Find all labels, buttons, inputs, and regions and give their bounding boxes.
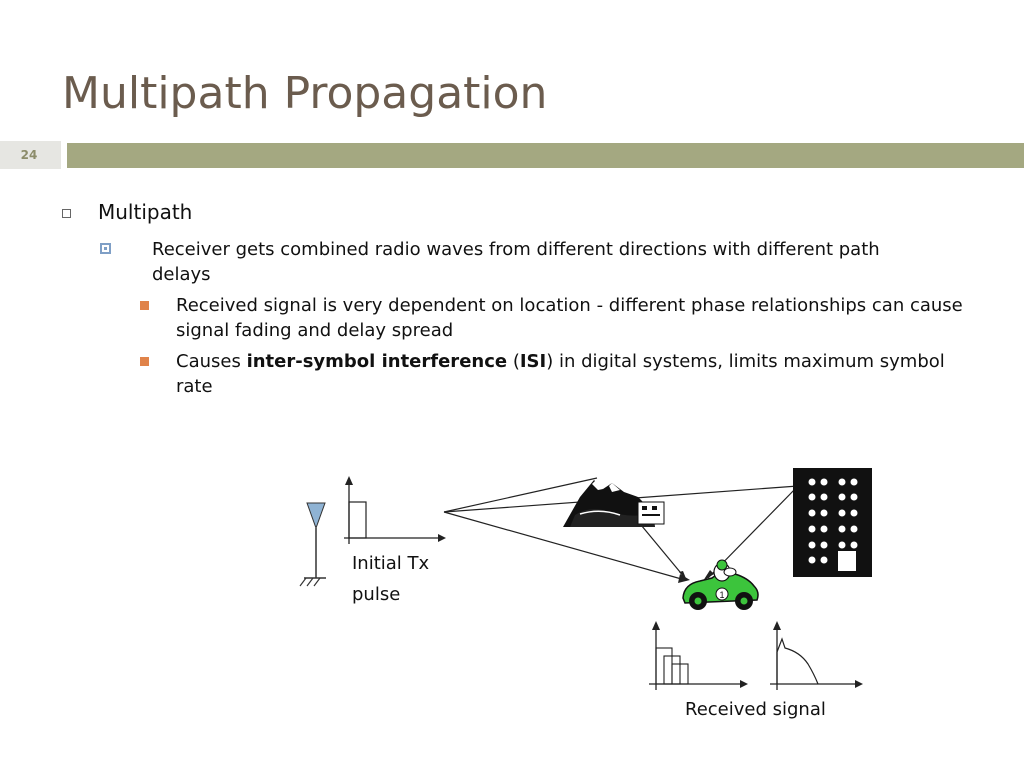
car-icon: 1 bbox=[682, 559, 759, 610]
isi-text-paren: ( bbox=[507, 351, 520, 372]
tx-pulse-label-line1: Initial Tx bbox=[352, 553, 430, 574]
filled-square-bullet-icon bbox=[140, 357, 149, 366]
slide-number: 24 bbox=[20, 148, 38, 162]
filled-square-bullet-icon bbox=[140, 301, 149, 310]
ray-paths bbox=[443, 477, 799, 581]
bullet-level3-isi-text: Causes inter-symbol interference (ISI) i… bbox=[176, 349, 966, 399]
bullet-level3-fading-text: Received signal is very dependent on loc… bbox=[176, 295, 963, 341]
antenna-icon bbox=[299, 502, 326, 587]
bullet-level2-text: Receiver gets combined radio waves from … bbox=[152, 239, 880, 285]
isi-abbrev: ISI bbox=[519, 351, 547, 372]
received-pulses-plot bbox=[649, 621, 748, 690]
bullet-level1-text: Multipath bbox=[98, 200, 193, 224]
title-divider-bar bbox=[67, 143, 1024, 168]
car-number: 1 bbox=[719, 590, 724, 600]
tx-pulse-label-line2: pulse bbox=[352, 584, 401, 605]
isi-text-post: ) in digital systems, limits maximum sym… bbox=[176, 351, 945, 397]
tx-pulse-label: Initial Tx pulse bbox=[352, 548, 429, 610]
mountain-icon bbox=[563, 479, 665, 527]
building-ray-arrowhead bbox=[703, 570, 714, 581]
received-signal-label: Received signal bbox=[685, 699, 826, 720]
slide-title: Multipath Propagation bbox=[62, 68, 548, 119]
building-icon bbox=[793, 468, 872, 577]
slide-number-box bbox=[0, 141, 61, 169]
isi-term: inter-symbol interference bbox=[246, 351, 508, 372]
tx-pulse-plot bbox=[344, 476, 446, 544]
hollow-square-bullet-icon bbox=[62, 209, 71, 218]
square-bullet-icon bbox=[100, 243, 111, 254]
received-spread-plot bbox=[770, 621, 863, 690]
tx-pulse bbox=[348, 501, 367, 539]
isi-text-pre: Causes bbox=[176, 351, 247, 372]
mountain-ray-arrowhead bbox=[679, 571, 687, 581]
direct-ray-arrowhead bbox=[678, 574, 690, 583]
